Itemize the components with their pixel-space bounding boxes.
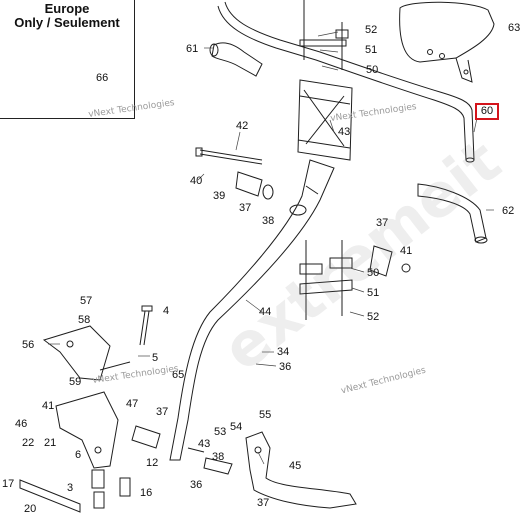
callout-34: 34 — [277, 346, 290, 358]
callout-42: 42 — [236, 120, 249, 132]
callout-53: 53 — [214, 426, 227, 438]
callout-22: 22 — [22, 437, 35, 449]
callout-37-right: 37 — [376, 217, 389, 229]
callout-47: 47 — [126, 398, 139, 410]
spacer-37-lower — [131, 425, 161, 449]
callout-43: 43 — [338, 126, 351, 138]
arm-45 — [245, 431, 357, 509]
callout-58: 58 — [78, 314, 91, 326]
callout-20: 20 — [24, 503, 37, 515]
callout-39: 39 — [213, 190, 226, 202]
callout-41: 41 — [400, 245, 413, 257]
callout-38-lower: 38 — [212, 451, 225, 463]
callout-4: 4 — [163, 305, 170, 317]
spacer-39 — [235, 171, 274, 200]
callout-3: 3 — [67, 482, 74, 494]
callout-57: 57 — [80, 295, 93, 307]
callout-36-lower: 36 — [190, 479, 203, 491]
callout-65: 65 — [172, 369, 185, 381]
steering-column-44 — [169, 159, 335, 461]
callout-59: 59 — [69, 376, 82, 388]
small-parts — [19, 447, 233, 513]
callout-50-lower: 50 — [367, 267, 380, 279]
handlebar-pad-63 — [399, 1, 495, 83]
callout-38: 38 — [262, 215, 275, 227]
bolts-top — [299, 0, 349, 70]
callout-62: 62 — [502, 205, 515, 217]
handlebar — [217, 1, 475, 163]
bolts-bottom — [299, 240, 353, 320]
callout-46: 46 — [15, 418, 28, 430]
callout-37: 37 — [239, 202, 252, 214]
callout-16: 16 — [140, 487, 153, 499]
callout-12: 12 — [146, 457, 159, 469]
callout-54: 54 — [230, 421, 243, 433]
bracket-56 — [42, 325, 131, 381]
inset-title-only: Only / Seulement — [14, 15, 120, 30]
callout-52-lower: 52 — [367, 311, 380, 323]
callout-21: 21 — [44, 437, 57, 449]
clamp-43 — [297, 79, 353, 161]
bolt-4 — [139, 305, 153, 346]
callout-6: 6 — [75, 449, 82, 461]
callout-60-highlighted: 60 — [475, 103, 499, 120]
callout-61: 61 — [186, 43, 199, 55]
callout-52: 52 — [365, 24, 378, 36]
callout-37-lower: 37 — [156, 406, 169, 418]
callout-41-left: 41 — [42, 400, 55, 412]
callout-17: 17 — [2, 478, 15, 490]
callout-55: 55 — [259, 409, 272, 421]
callout-51-lower: 51 — [367, 287, 380, 299]
callout-50: 50 — [366, 64, 379, 76]
callout-36: 36 — [279, 361, 292, 373]
callout-45: 45 — [289, 460, 302, 472]
inset-title-europe: Europe — [44, 1, 90, 16]
callout-56: 56 — [22, 339, 35, 351]
bolt-42 — [195, 147, 263, 165]
spacer-37-right — [369, 245, 411, 277]
callout-51: 51 — [365, 44, 378, 56]
leader-lines — [48, 31, 494, 465]
callout-44: 44 — [259, 306, 272, 318]
callout-43-lower: 43 — [198, 438, 211, 450]
bracket-46 — [55, 391, 119, 469]
callout-5: 5 — [152, 352, 159, 364]
callout-40: 40 — [190, 175, 203, 187]
grip-62 — [417, 183, 488, 244]
callout-37-bottom: 37 — [257, 497, 270, 509]
grip-61 — [209, 42, 263, 77]
callout-63: 63 — [508, 22, 521, 34]
callout-66: 66 — [96, 72, 109, 84]
europe-inset-panel: Europe Only / Seulement 66 — [0, 0, 135, 119]
